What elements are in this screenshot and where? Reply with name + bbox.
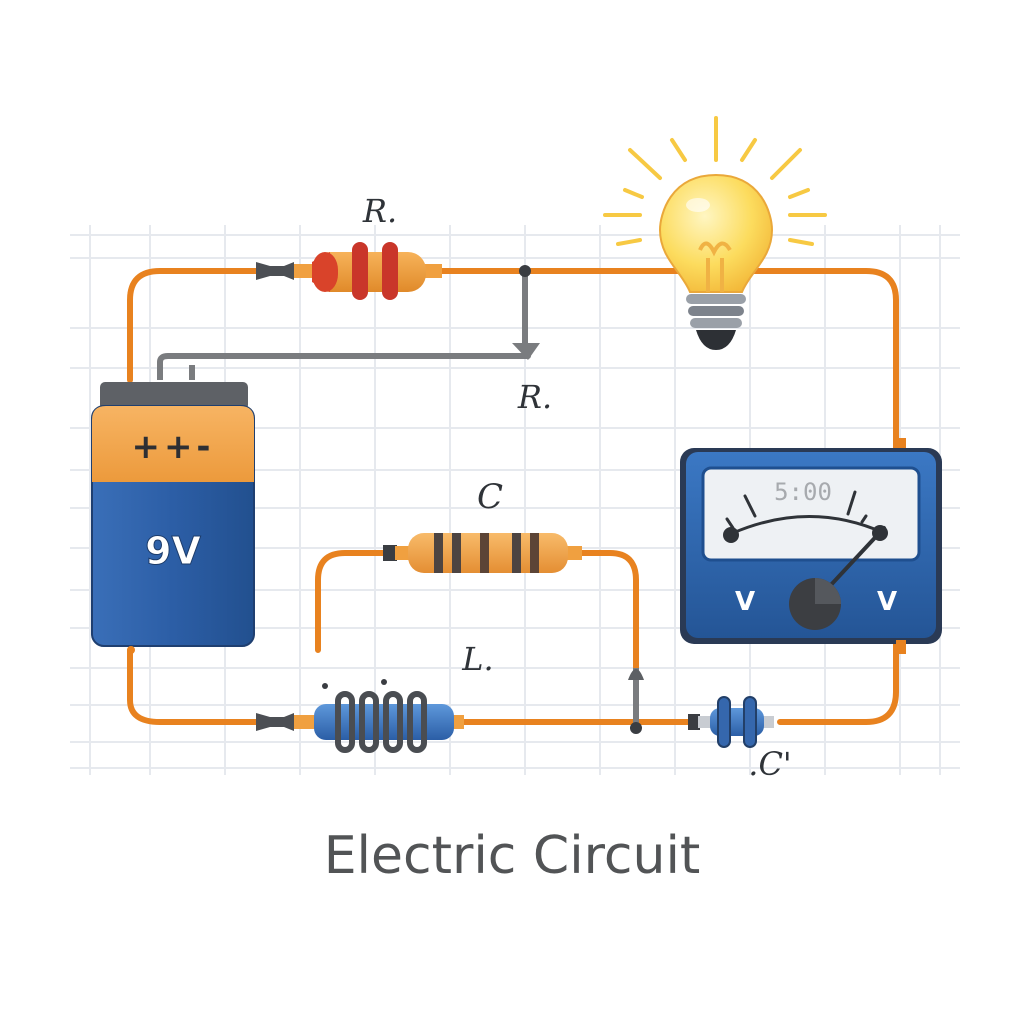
wire-bottom-left — [127, 647, 261, 725]
capacitor-middle — [383, 533, 582, 573]
battery-icon — [91, 382, 255, 654]
meter-display: 5:00 — [774, 478, 832, 506]
gray-lead — [157, 271, 531, 380]
wire-branch-right — [572, 550, 639, 673]
label-capacitor-bottom: .C' — [748, 745, 791, 783]
label-resistor-top: R. — [362, 192, 397, 230]
meter-left-terminal-label: V — [735, 587, 755, 617]
light-bulb-icon — [603, 116, 827, 350]
label-inductor: L. — [461, 640, 493, 678]
label-resistor-branch: R. — [517, 378, 552, 416]
junction-dot — [519, 265, 531, 277]
wires — [127, 268, 899, 725]
label-capacitor-middle: C — [477, 477, 503, 517]
pointer-cap-icon — [628, 669, 644, 680]
battery-polarity: ++- — [131, 427, 214, 467]
inductor-coil-icon — [256, 679, 464, 753]
wire-branch — [315, 550, 388, 653]
meter-scale — [732, 515, 885, 535]
meter-right-terminal-label: V — [877, 587, 897, 617]
voltmeter — [680, 438, 942, 654]
battery-voltage-label: 9V — [145, 529, 201, 573]
arrow-head-icon — [512, 343, 540, 360]
resistor-top — [256, 242, 442, 300]
capacitor-bottom-icon — [688, 696, 774, 748]
wire-top — [437, 268, 899, 453]
junction-dot-bottom — [630, 722, 642, 734]
wire-top-left — [127, 268, 261, 383]
wire-bottom-right — [777, 637, 899, 725]
diagram-title: Electric Circuit — [324, 826, 701, 886]
